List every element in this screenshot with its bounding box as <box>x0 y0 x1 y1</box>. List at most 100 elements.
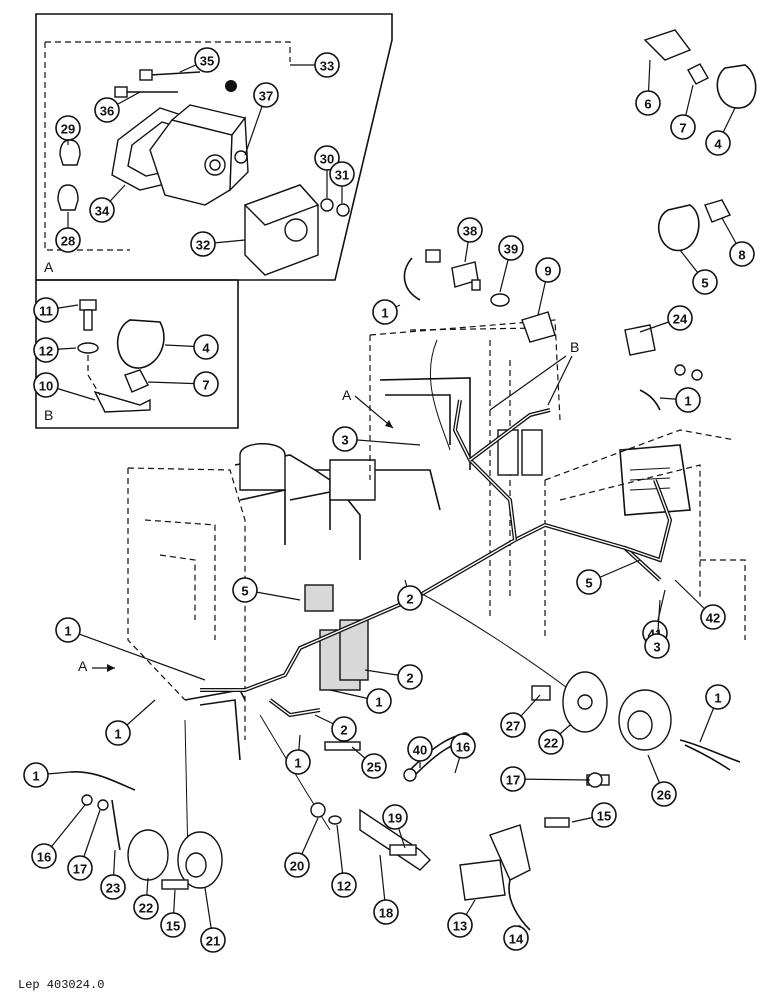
callout-number: 10 <box>39 379 53 394</box>
callout-number: 37 <box>259 89 273 104</box>
callout-number: 1 <box>294 756 301 771</box>
callout-number: 42 <box>706 611 720 626</box>
callout-36: 36 <box>94 91 141 123</box>
callout-38: 38 <box>457 217 483 263</box>
callout-bubble <box>33 372 59 398</box>
callout-bubble <box>397 664 423 690</box>
callout-6: 6 <box>635 59 661 116</box>
callout-number: 4 <box>714 137 722 152</box>
callout-bubble <box>500 712 526 738</box>
callout-number: 1 <box>375 695 382 710</box>
callout-bubble <box>284 852 310 878</box>
callout-number: 19 <box>388 811 402 826</box>
callout-bubble <box>503 925 529 951</box>
callout-bubble <box>692 269 718 295</box>
callout-29: 29 <box>55 115 81 145</box>
callout-number: 32 <box>196 238 210 253</box>
callout-18: 18 <box>373 854 399 925</box>
callout-number: 1 <box>114 727 121 742</box>
callout-9: 9 <box>535 257 561 316</box>
callout-bubble <box>498 235 524 261</box>
callout-1: 1 <box>55 617 206 681</box>
callout-number: 15 <box>597 809 611 824</box>
callout-1: 1 <box>372 299 401 325</box>
callout-bubble <box>89 197 115 223</box>
callout-bubble <box>382 804 408 830</box>
callout-39: 39 <box>498 235 524 293</box>
callout-number: 39 <box>504 242 518 257</box>
callout-bubble <box>373 899 399 925</box>
callout-number: 11 <box>39 304 53 319</box>
callout-bubble <box>407 736 433 762</box>
callout-bubble <box>133 894 159 920</box>
wiring-harness <box>184 339 673 861</box>
callout-number: 5 <box>701 276 708 291</box>
callout-bubble <box>450 733 476 759</box>
callout-bubble <box>500 766 526 792</box>
callout-number: 17 <box>73 862 87 877</box>
callout-bubble <box>535 257 561 283</box>
callout-number: 28 <box>61 234 75 249</box>
callout-bubble <box>55 115 81 141</box>
letter-pointers: A B A A B <box>44 259 579 674</box>
callout-4: 4 <box>705 107 736 156</box>
callout-number: 31 <box>335 168 349 183</box>
callout-37: 37 <box>244 82 279 156</box>
drawing-reference: Lep 403024.0 <box>18 978 104 992</box>
callout-bubble <box>675 387 701 413</box>
inset-letter-b: B <box>44 407 53 423</box>
loose-parts <box>69 249 741 931</box>
callout-number: 1 <box>32 769 39 784</box>
callout-number: 2 <box>340 723 347 738</box>
callout-19: 19 <box>382 804 408 849</box>
callout-number: 15 <box>166 919 180 934</box>
callout-number: 9 <box>544 264 551 279</box>
callout-bubble <box>190 231 216 257</box>
callout-20: 20 <box>284 817 319 878</box>
callout-bubble <box>705 684 731 710</box>
callout-bubble <box>331 872 357 898</box>
callout-bubble <box>329 161 355 187</box>
callout-3: 3 <box>332 426 421 452</box>
pointer-a-top: A <box>342 387 352 403</box>
callout-number: 13 <box>453 919 467 934</box>
callout-22: 22 <box>538 724 571 755</box>
pointer-a-left: A <box>78 658 88 674</box>
callout-bubble <box>193 334 219 360</box>
callout-bubble <box>33 297 59 323</box>
callout-15: 15 <box>571 802 617 828</box>
callout-number: 16 <box>37 850 51 865</box>
callout-number: 24 <box>673 312 688 327</box>
callout-number: 34 <box>95 204 110 219</box>
callout-bubble <box>33 337 59 363</box>
callout-bubble <box>100 874 126 900</box>
callout-17: 17 <box>67 809 101 881</box>
callout-number: 22 <box>544 736 558 751</box>
callout-number: 7 <box>679 121 686 136</box>
callout-number: 2 <box>406 671 413 686</box>
callout-number: 25 <box>367 760 381 775</box>
callout-number: 3 <box>653 640 660 655</box>
callout-1: 1 <box>23 762 71 788</box>
callout-16: 16 <box>450 733 476 774</box>
callout-number: 1 <box>714 691 721 706</box>
callout-5: 5 <box>232 577 301 603</box>
machine-frame <box>127 319 746 761</box>
callout-7: 7 <box>147 371 219 397</box>
callout-24: 24 <box>639 305 693 333</box>
callout-bubble <box>538 729 564 755</box>
callout-number: 35 <box>200 54 214 69</box>
callout-5: 5 <box>576 559 641 595</box>
callout-33: 33 <box>290 52 340 78</box>
callout-number: 4 <box>202 341 210 356</box>
callout-bubble <box>23 762 49 788</box>
callout-number: 5 <box>241 584 248 599</box>
callout-bubble <box>314 145 340 171</box>
callout-bubble <box>651 781 677 807</box>
callout-bubble <box>366 688 392 714</box>
callout-number: 26 <box>657 788 671 803</box>
callout-1: 1 <box>329 688 392 714</box>
callout-bubble <box>332 426 358 452</box>
